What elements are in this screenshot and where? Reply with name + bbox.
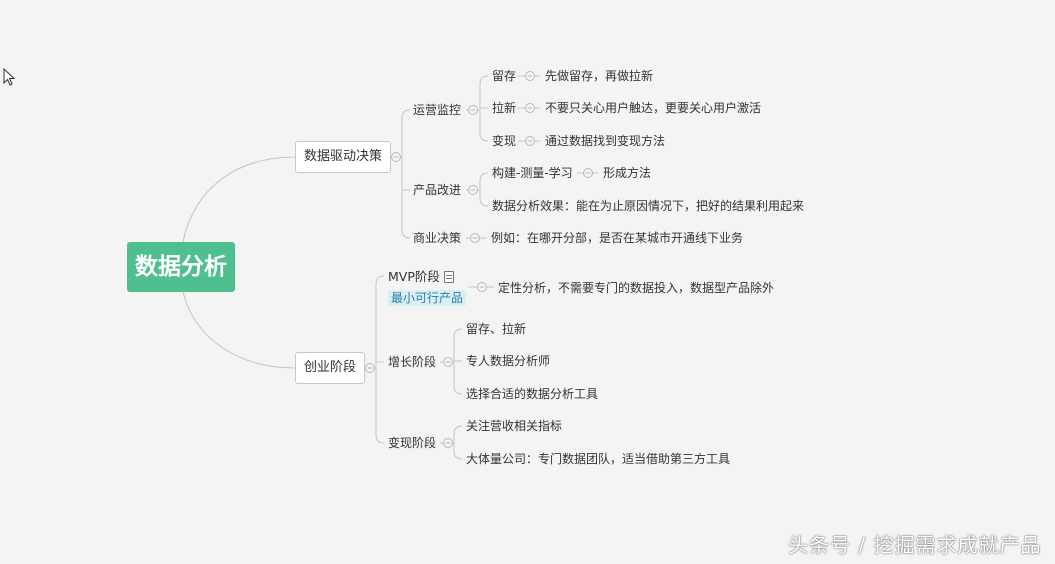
topic-data-driven-decision[interactable]: 数据驱动决策	[295, 141, 392, 173]
topic-growth-stage[interactable]: 增长阶段	[388, 355, 437, 369]
mouse-cursor-icon	[3, 68, 16, 86]
topic-startup-stage[interactable]: 创业阶段	[295, 352, 366, 384]
topic-retention[interactable]: 留存	[492, 69, 517, 83]
topic-mvp-stage[interactable]: MVP阶段	[388, 269, 440, 284]
root-topic[interactable]: 数据分析	[127, 242, 235, 292]
detail-monetization[interactable]: 通过数据找到变现方法	[545, 134, 666, 148]
topic-analysis-effect[interactable]: 数据分析效果：能在为止原因情况下，把好的结果利用起来	[492, 199, 805, 213]
mvp-label-tag[interactable]: 最小可行产品	[388, 290, 467, 306]
watermark: 头条号 / 挖掘需求成就产品	[788, 533, 1042, 557]
growth-item[interactable]: 选择合适的数据分析工具	[466, 387, 599, 401]
topic-monetize-stage[interactable]: 变现阶段	[388, 436, 437, 450]
detail-build-measure-learn[interactable]: 形成方法	[603, 166, 652, 180]
topic-acquisition[interactable]: 拉新	[492, 101, 517, 115]
detail-mvp[interactable]: 定性分析，不需要专门的数据投入，数据型产品除外	[498, 281, 775, 295]
growth-item[interactable]: 留存、拉新	[466, 322, 527, 336]
topic-business-decision[interactable]: 商业决策	[413, 231, 462, 245]
growth-item[interactable]: 专人数据分析师	[466, 354, 551, 368]
detail-business-decision[interactable]: 例如：在哪开分部，是否在某城市开通线下业务	[491, 231, 744, 245]
topic-monetization[interactable]: 变现	[492, 134, 517, 148]
monetize-item[interactable]: 大体量公司：专门数据团队，适当借助第三方工具	[466, 452, 731, 466]
detail-acquisition[interactable]: 不要只关心用户触达，更要关心用户激活	[545, 101, 762, 115]
detail-retention[interactable]: 先做留存，再做拉新	[545, 69, 654, 83]
topic-build-measure-learn[interactable]: 构建-测量-学习	[492, 166, 573, 180]
note-icon[interactable]	[444, 271, 454, 283]
topic-product-improvement[interactable]: 产品改进	[413, 183, 462, 197]
topic-ops-monitoring[interactable]: 运营监控	[413, 103, 462, 117]
monetize-item[interactable]: 关注营收相关指标	[466, 419, 563, 433]
